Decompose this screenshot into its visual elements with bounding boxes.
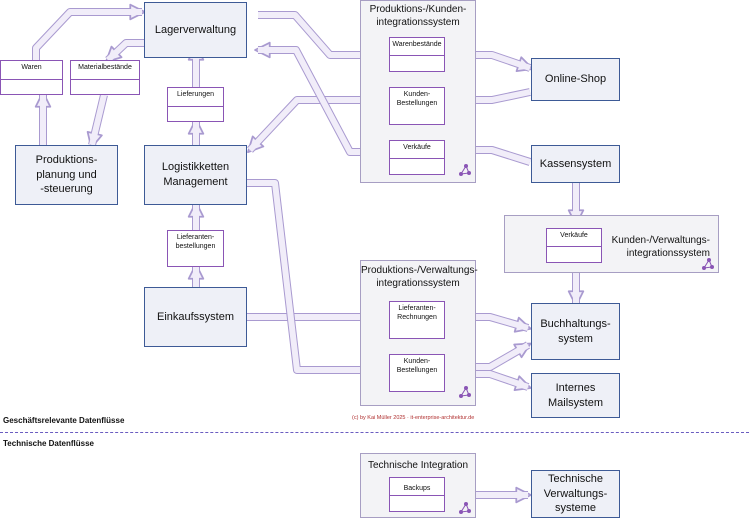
legend-technical-flows: Technische Datenflüsse: [3, 439, 94, 448]
system-online-shop[interactable]: Online-Shop: [531, 58, 620, 101]
group-kunden-verwaltungs-title: Kunden-/Verwaltungs- integrationssystem: [611, 235, 710, 259]
arrow-waren-to-lager: [32, 3, 146, 60]
arrow-lager-to-materialbestaende: [104, 39, 144, 63]
section-separator: [0, 432, 749, 433]
copyright-notice: (c) by Kai Müller 2025 · it-enterprise-a…: [352, 415, 475, 421]
flow-kundenbestellungen-verwaltung[interactable]: Kunden- Bestellungen: [389, 354, 445, 392]
flow-divider: [390, 158, 444, 159]
system-einkaufssystem[interactable]: Einkaufssystem: [144, 287, 247, 347]
system-buchhaltungssystem[interactable]: Buchhaltungs- system: [531, 303, 620, 360]
integration-hub-icon: [459, 164, 471, 176]
flow-divider: [168, 106, 223, 107]
system-kassensystem[interactable]: Kassensystem: [531, 145, 620, 183]
flow-verkaeufe-kundenverwaltung[interactable]: Verkäufe: [546, 228, 602, 263]
flow-lieferanten-rechnungen[interactable]: Lieferanten- Rechnungen: [389, 301, 445, 339]
flow-lieferungen[interactable]: Lieferungen: [167, 87, 224, 122]
arrow-lager-to-warenbestaende: [258, 11, 391, 64]
arrow-kundenbestellungen-to-logistik: [247, 96, 389, 154]
flow-verkaeufe-kundenverwaltung-label: Verkäufe: [560, 232, 588, 239]
group-technische-title: Technische Integration: [367, 460, 469, 471]
flow-backups[interactable]: Backups: [389, 477, 445, 512]
arrow-logistik-to-kundenbestellungen: [246, 179, 391, 379]
integration-hub-icon: [459, 386, 471, 398]
flow-kundenbestellungen-shop[interactable]: Kunden- Bestellungen: [389, 87, 445, 125]
system-logistikketten-management[interactable]: Logistikketten Management: [144, 145, 247, 205]
flow-lieferanten-rechnungen-label: Lieferanten- Rechnungen: [397, 305, 437, 321]
flow-materialbestaende[interactable]: Materialbestände: [70, 60, 140, 95]
flow-verkaeufe-kasse-label: Verkäufe: [403, 144, 431, 151]
flow-kundenbestellungen-verwaltung-label: Kunden- Bestellungen: [396, 358, 438, 374]
flow-divider: [1, 79, 62, 80]
flow-kundenbestellungen-shop-label: Kunden- Bestellungen: [396, 91, 438, 107]
flow-warenbestaende-label: Warenbestände: [392, 41, 442, 48]
group-kunden-verwaltungs-integration: Kunden-/Verwaltungs- integrationssystem: [504, 215, 719, 273]
integration-hub-icon: [702, 258, 714, 270]
flow-backups-label: Backups: [403, 485, 431, 492]
flow-waren[interactable]: Waren: [0, 60, 63, 95]
system-technische-verwaltungssysteme[interactable]: Technische Verwaltungs- systeme: [531, 470, 620, 518]
system-produktionsplanung[interactable]: Produktions- planung und -steuerung: [15, 145, 118, 205]
arrow-materialbestaende-to-produktion: [86, 94, 108, 149]
flow-lieferantenbestellungen-label: Lieferanten- bestellungen: [175, 234, 216, 250]
flow-lieferungen-label: Lieferungen: [177, 91, 214, 98]
system-internes-mailsystem[interactable]: Internes Mailsystem: [531, 373, 620, 418]
integration-hub-icon: [459, 502, 471, 514]
system-lagerverwaltung[interactable]: Lagerverwaltung: [144, 2, 247, 58]
flow-materialbestaende-label: Materialbestände: [78, 64, 132, 71]
flow-waren-label: Waren: [21, 64, 42, 71]
flow-lieferantenbestellungen[interactable]: Lieferanten- bestellungen: [167, 230, 224, 267]
flow-divider: [390, 55, 444, 56]
flow-divider: [71, 79, 139, 80]
group-produktions-verwaltungs-title: Produktions-/Verwaltungs- integrationssy…: [361, 265, 478, 289]
legend-business-flows: Geschäftsrelevante Datenflüsse: [3, 416, 125, 425]
flow-divider: [547, 246, 601, 247]
flow-warenbestaende[interactable]: Warenbestände: [389, 37, 445, 72]
group-produktions-kunden-title: Produktions-/Kunden- integrationssystem: [369, 4, 467, 28]
flow-divider: [390, 495, 444, 496]
flow-verkaeufe-kasse[interactable]: Verkäufe: [389, 140, 445, 175]
